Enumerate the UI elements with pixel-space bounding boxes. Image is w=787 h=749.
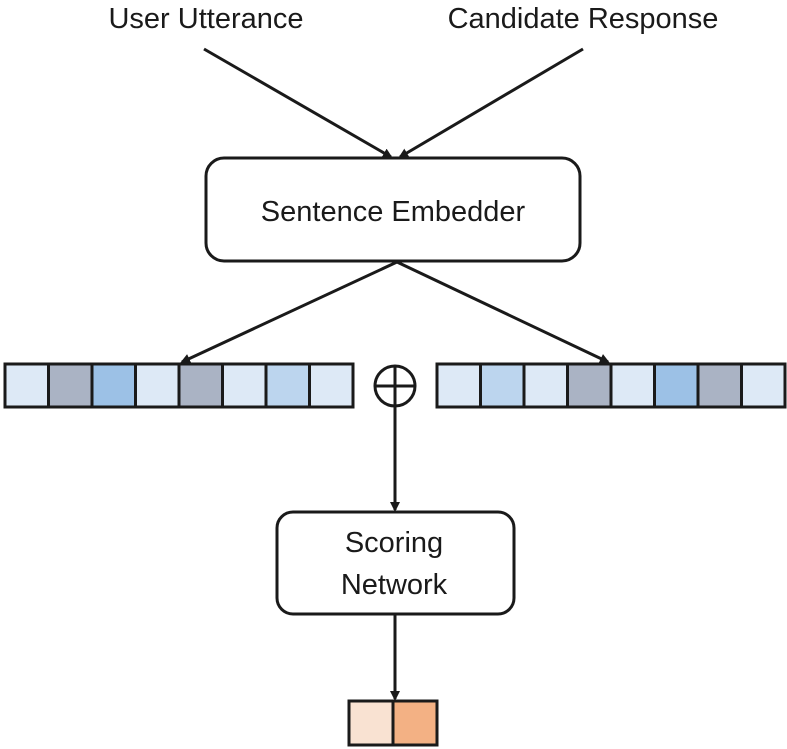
sentence-embedder-box (204, 156, 582, 263)
user-embedding-vector (3, 362, 355, 409)
response-embedding-cell (653, 362, 700, 409)
score-output-vector (347, 699, 439, 747)
user-embedding-cell (90, 362, 137, 409)
response-embedding-cell (479, 362, 526, 409)
score-output-cell (391, 699, 439, 747)
user-embedding-cell (134, 362, 181, 409)
user-embedding-cell (47, 362, 94, 409)
user-embedding-cell (177, 362, 224, 409)
response-embedding-cell (566, 362, 613, 409)
user-embedding-cell (221, 362, 268, 409)
response-embedding-cell (522, 362, 569, 409)
candidate-response-label: Candidate Response (448, 3, 719, 35)
candidate-response-arrow (398, 47, 584, 159)
score-output-cell (347, 699, 395, 747)
embedding-left-arrow (180, 260, 398, 364)
scoring-network-box (275, 510, 516, 616)
scoring-network-label-line1: Scoring (345, 527, 443, 559)
scoring-network-label-line2: Network (341, 569, 448, 601)
user-utterance-label: User Utterance (108, 3, 303, 35)
response-embedding-cell (696, 362, 743, 409)
response-embedding-vector (435, 362, 787, 409)
embedding-right-arrow (396, 260, 610, 364)
response-embedding-cell (609, 362, 656, 409)
concat-operator-icon (373, 364, 417, 408)
response-embedding-cell (740, 362, 787, 409)
user-embedding-cell (264, 362, 311, 409)
sentence-embedder-label: Sentence Embedder (261, 196, 526, 228)
response-embedding-cell (435, 362, 482, 409)
user-utterance-arrow (203, 47, 393, 159)
user-embedding-cell (3, 362, 50, 409)
user-embedding-cell (308, 362, 355, 409)
